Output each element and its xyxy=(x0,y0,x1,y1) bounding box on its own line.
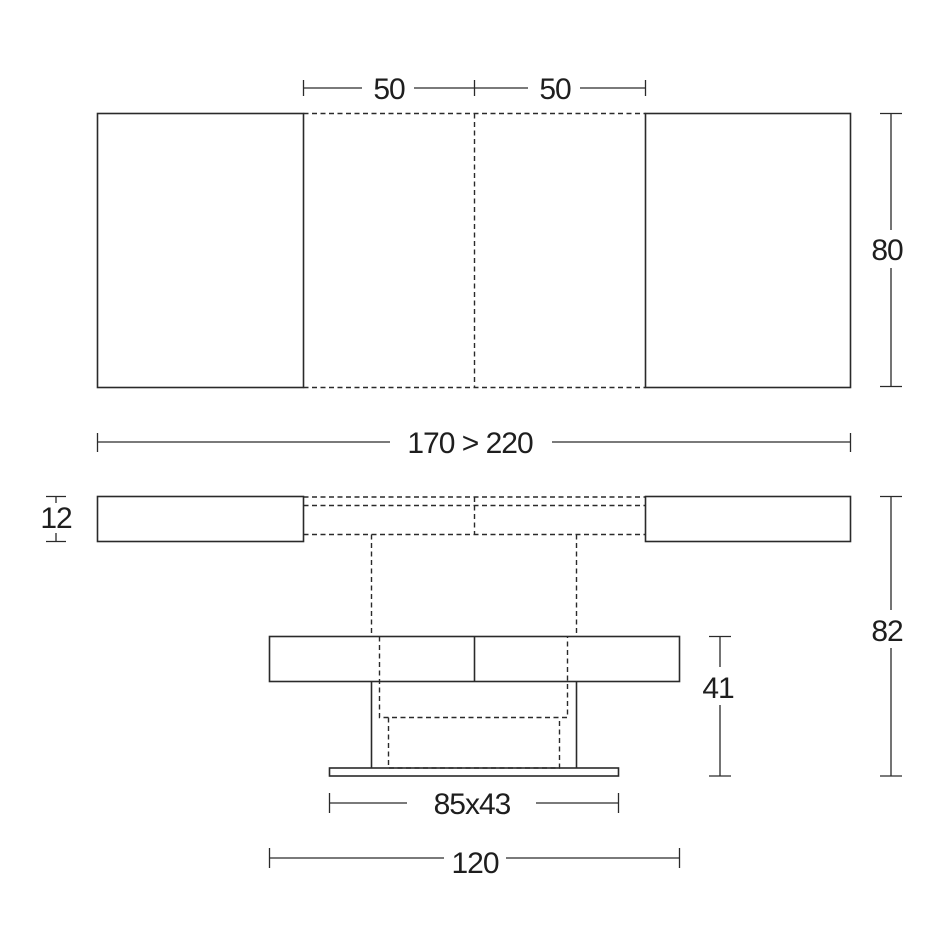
lowered-width-label: 120 xyxy=(451,847,498,880)
depth-label: 80 xyxy=(871,234,903,267)
top-right-panel xyxy=(644,112,852,389)
top-view: 50 50 80 170 > 220 xyxy=(96,73,904,460)
side-view: 12 82 41 85x43 xyxy=(38,495,904,880)
extension-right-label: 50 xyxy=(539,73,571,106)
extension-dimension: 50 50 xyxy=(302,73,647,106)
top-left-panel xyxy=(96,112,305,389)
thickness-dimension: 12 xyxy=(38,495,74,543)
depth-dimension: 80 xyxy=(871,112,904,388)
extension-left-label: 50 xyxy=(373,73,405,106)
length-label: 170 > 220 xyxy=(407,427,533,460)
inner-column-lower xyxy=(387,717,561,769)
inner-column-upper xyxy=(378,636,569,719)
length-dimension: 170 > 220 xyxy=(96,427,852,460)
base-dimension: 85x43 xyxy=(328,788,620,821)
base-plate xyxy=(328,767,620,777)
base-label: 85x43 xyxy=(434,788,511,821)
lowered-height-label: 41 xyxy=(702,672,734,705)
lowered-height-dimension: 41 xyxy=(702,635,735,777)
raised-top-left xyxy=(96,495,305,543)
total-height-label: 82 xyxy=(871,615,903,648)
raised-top-right xyxy=(644,495,852,543)
lowered-width-dimension: 120 xyxy=(268,847,681,880)
total-height-dimension: 82 xyxy=(871,495,904,777)
thickness-label: 12 xyxy=(40,502,72,535)
